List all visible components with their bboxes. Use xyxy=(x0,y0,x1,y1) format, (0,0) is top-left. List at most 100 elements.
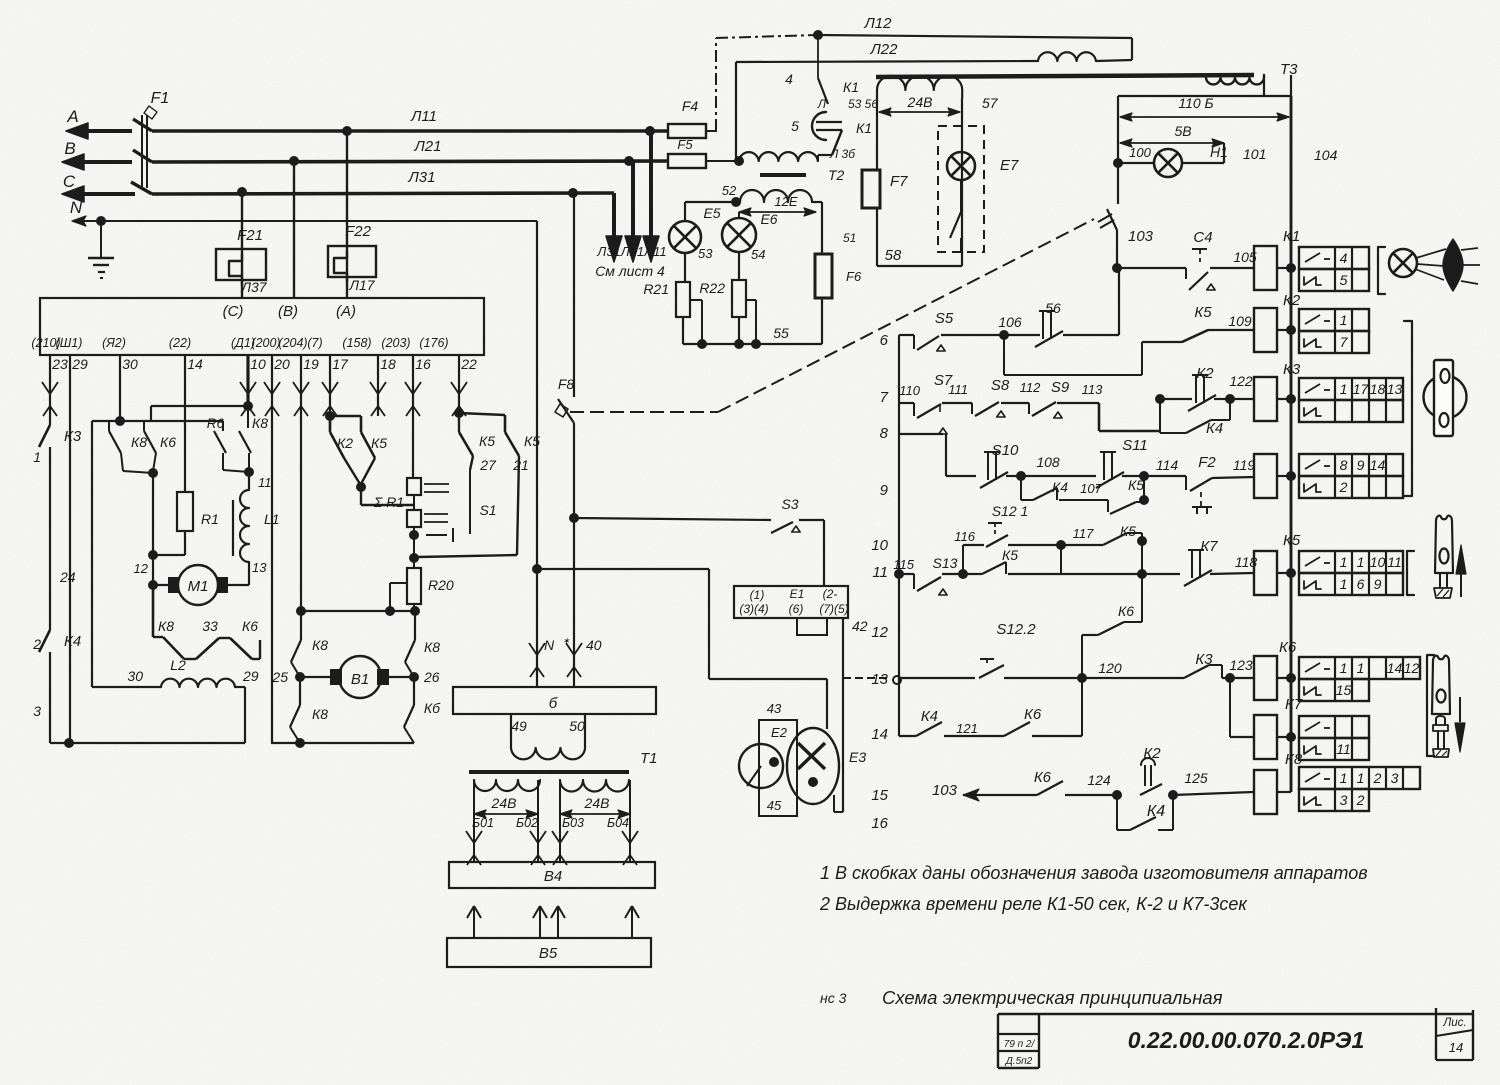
svg-text:К3: К3 xyxy=(1195,651,1213,668)
svg-text:2 Выдержка времени реле К1-: 2 Выдержка времени реле К1-50 сек, К-2 и… xyxy=(819,894,1248,914)
svg-text:5В: 5В xyxy=(1174,123,1191,139)
svg-text:13: 13 xyxy=(252,560,267,575)
svg-text:3: 3 xyxy=(33,703,41,719)
svg-text:К6: К6 xyxy=(1024,706,1042,723)
svg-text:1: 1 xyxy=(1340,381,1348,397)
svg-text:108: 108 xyxy=(1036,454,1060,470)
svg-text:111: 111 xyxy=(948,382,968,397)
svg-text:1: 1 xyxy=(1357,660,1365,676)
svg-text:N: N xyxy=(544,637,555,653)
svg-text:10: 10 xyxy=(250,356,266,372)
svg-text:S11: S11 xyxy=(1122,437,1148,454)
svg-text:24В: 24В xyxy=(584,795,610,811)
svg-text:К7: К7 xyxy=(1200,538,1218,555)
svg-text:F6: F6 xyxy=(846,269,862,284)
svg-text:R1: R1 xyxy=(201,511,219,527)
svg-text:К3: К3 xyxy=(64,428,82,445)
svg-text:112: 112 xyxy=(1020,380,1041,395)
svg-text:2: 2 xyxy=(1339,479,1348,495)
svg-text:✶: ✶ xyxy=(562,636,570,646)
svg-text:6: 6 xyxy=(1357,576,1365,592)
svg-text:1: 1 xyxy=(1357,770,1365,786)
svg-text:S5: S5 xyxy=(935,310,954,327)
svg-text:Е5: Е5 xyxy=(703,205,720,221)
svg-text:117: 117 xyxy=(1073,526,1094,541)
svg-text:(200): (200) xyxy=(251,336,280,350)
svg-text:К4: К4 xyxy=(1206,420,1223,437)
svg-text:К8: К8 xyxy=(252,415,268,431)
svg-text:(Д1): (Д1) xyxy=(231,336,255,350)
svg-text:Лис.: Лис. xyxy=(1442,1017,1466,1029)
svg-text:19: 19 xyxy=(303,356,319,372)
svg-text:42: 42 xyxy=(852,618,868,634)
svg-text:К5: К5 xyxy=(371,435,387,451)
svg-text:М1: М1 xyxy=(188,578,209,595)
svg-text:S8: S8 xyxy=(991,377,1010,394)
svg-text:58: 58 xyxy=(885,247,902,264)
svg-text:1: 1 xyxy=(1340,576,1348,592)
svg-text:1: 1 xyxy=(1340,554,1348,570)
svg-text:Л17: Л17 xyxy=(348,277,375,293)
svg-text:(2-: (2- xyxy=(823,587,838,601)
svg-text:B: B xyxy=(64,139,75,158)
svg-text:115: 115 xyxy=(893,557,914,572)
svg-text:3: 3 xyxy=(1340,792,1348,808)
svg-text:К2: К2 xyxy=(337,435,353,451)
svg-text:114: 114 xyxy=(1156,457,1179,473)
svg-text:10: 10 xyxy=(871,537,888,554)
svg-text:К3: К3 xyxy=(1283,361,1301,378)
svg-text:К1: К1 xyxy=(843,79,859,95)
svg-text:Б04: Б04 xyxy=(607,816,629,830)
svg-text:(158): (158) xyxy=(342,336,371,350)
svg-text:54: 54 xyxy=(751,247,765,262)
svg-text:15: 15 xyxy=(871,787,888,804)
svg-text:A: A xyxy=(66,107,78,126)
svg-text:30: 30 xyxy=(122,356,138,372)
svg-text:13: 13 xyxy=(871,671,888,688)
svg-text:11: 11 xyxy=(1336,741,1351,757)
svg-text:C: C xyxy=(63,172,76,191)
svg-text:14: 14 xyxy=(1370,457,1386,473)
svg-text:101: 101 xyxy=(1243,146,1266,162)
svg-text:Л12: Л12 xyxy=(864,15,893,32)
svg-text:(С): (С) xyxy=(223,303,244,320)
svg-text:56: 56 xyxy=(1045,300,1061,316)
svg-text:79 п 2/: 79 п 2/ xyxy=(1004,1039,1036,1050)
svg-text:125: 125 xyxy=(1184,770,1208,786)
svg-text:Е3: Е3 xyxy=(849,749,866,765)
svg-text:S1: S1 xyxy=(479,502,496,518)
svg-text:Л11: Л11 xyxy=(410,108,437,125)
svg-text:110 Б: 110 Б xyxy=(1178,95,1213,111)
svg-text:24: 24 xyxy=(59,569,76,585)
svg-text:7: 7 xyxy=(880,389,889,406)
svg-text:К8: К8 xyxy=(424,639,440,655)
svg-text:(Ш1): (Ш1) xyxy=(56,336,83,350)
svg-text:К5: К5 xyxy=(1002,547,1018,563)
svg-text:В4: В4 xyxy=(544,868,562,885)
svg-text:Л21: Л21 xyxy=(414,138,442,155)
svg-text:49: 49 xyxy=(511,718,527,734)
svg-text:К1: К1 xyxy=(856,120,872,136)
svg-text:К5: К5 xyxy=(1120,523,1136,539)
svg-text:К4: К4 xyxy=(1052,479,1068,495)
svg-text:18: 18 xyxy=(1370,381,1386,397)
svg-text:18: 18 xyxy=(380,356,396,372)
svg-text:104: 104 xyxy=(1314,147,1338,163)
svg-text:R21: R21 xyxy=(643,281,669,297)
svg-text:23: 23 xyxy=(51,356,68,372)
svg-text:105: 105 xyxy=(1233,249,1257,265)
svg-text:106: 106 xyxy=(998,314,1022,330)
svg-text:Е2: Е2 xyxy=(771,725,788,740)
svg-text:Н1: Н1 xyxy=(1210,144,1228,160)
svg-text:Л22: Л22 xyxy=(870,41,899,58)
svg-text:Б03: Б03 xyxy=(562,816,584,830)
svg-text:L2: L2 xyxy=(170,657,186,673)
svg-text:Т3: Т3 xyxy=(1280,61,1298,78)
svg-text:11: 11 xyxy=(872,564,888,581)
svg-text:К4: К4 xyxy=(1147,803,1165,820)
svg-text:Л31Л21Л11: Л31Л21Л11 xyxy=(596,244,666,259)
svg-text:14: 14 xyxy=(1387,660,1403,676)
svg-text:43: 43 xyxy=(767,701,782,716)
svg-text:50: 50 xyxy=(569,718,585,734)
svg-text:0.22.00.00.070.2.0РЭ1: 0.22.00.00.070.2.0РЭ1 xyxy=(1128,1027,1365,1053)
